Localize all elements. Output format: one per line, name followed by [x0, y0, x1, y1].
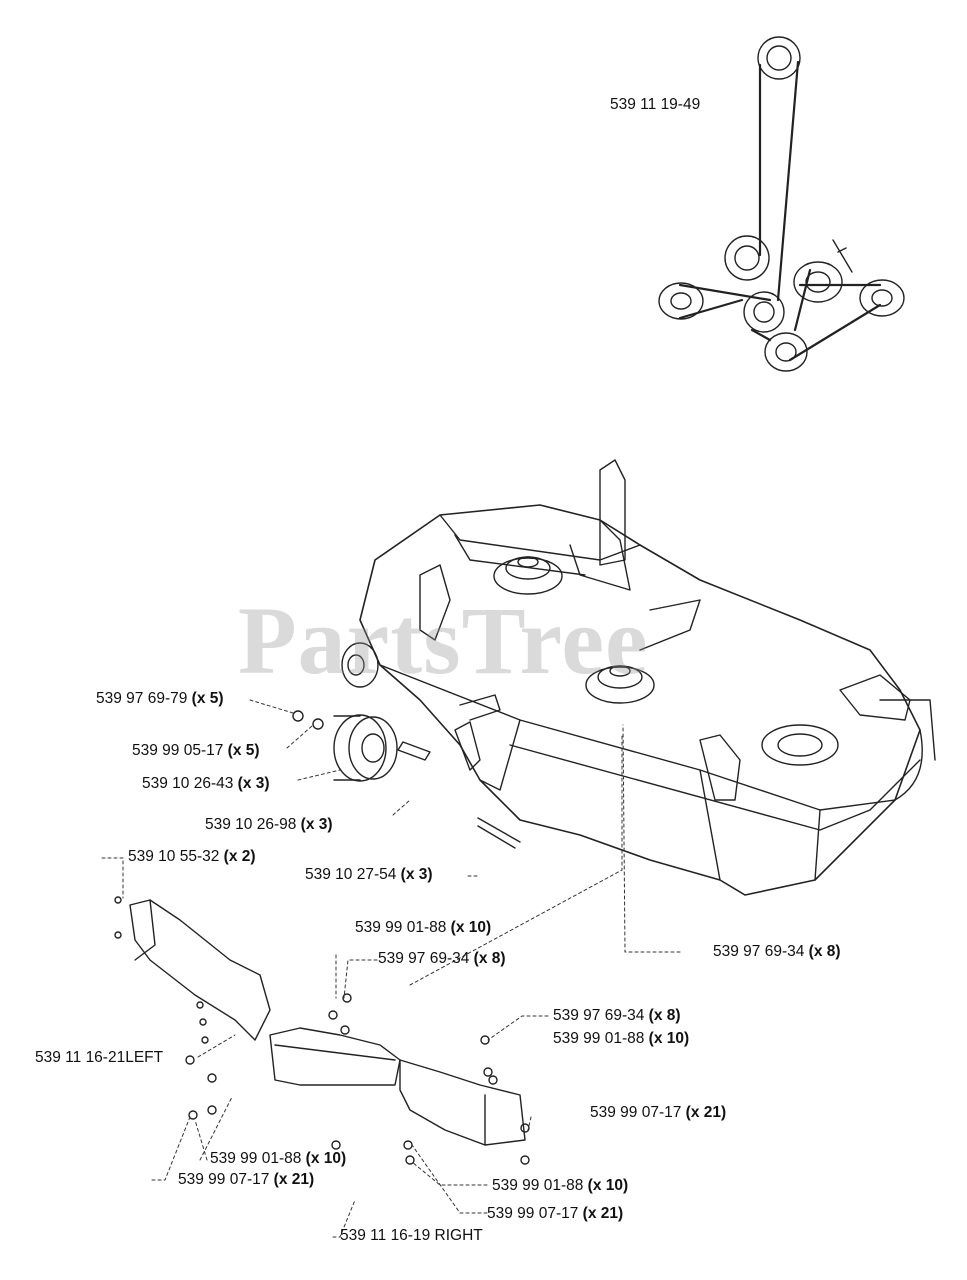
- quantity: (x 21): [582, 1205, 624, 1222]
- gauge-wheel-drawing: [292, 694, 521, 849]
- callout-wheel[interactable]: 539 10 26-43 (x 3): [142, 775, 270, 793]
- callout-belt[interactable]: 539 11 19-49: [610, 96, 700, 114]
- part-number: 539 10 27-54: [305, 866, 397, 883]
- callout-washer-wheel[interactable]: 539 99 05-17 (x 5): [132, 742, 260, 760]
- part-number: 539 99 01-88: [553, 1030, 645, 1047]
- part-number: 539 99 01-88: [492, 1177, 584, 1194]
- quantity: (x 2): [223, 848, 256, 865]
- quantity: (x 3): [237, 775, 270, 792]
- quantity: (x 10): [450, 919, 492, 936]
- quantity: (x 3): [400, 866, 433, 883]
- callout-shield-left[interactable]: 539 11 16-21LEFT: [35, 1049, 163, 1067]
- part-number: 539 11 19-49: [610, 96, 701, 113]
- callout-washer-d[interactable]: 539 99 01-88 (x 10): [492, 1177, 628, 1195]
- callout-washer-b[interactable]: 539 99 01-88 (x 10): [553, 1030, 689, 1048]
- part-number: 539 99 07-17: [487, 1205, 579, 1222]
- callout-bolt-c[interactable]: 539 99 07-17 (x 21): [487, 1205, 623, 1223]
- quantity: (x 5): [191, 690, 224, 707]
- mower-deck-drawing: [341, 459, 936, 896]
- part-number: 539 99 07-17: [178, 1171, 270, 1188]
- part-number: 539 10 55-32: [128, 848, 220, 865]
- callout-nut-b[interactable]: 539 97 69-34 (x 8): [553, 1007, 681, 1025]
- callout-washer-a[interactable]: 539 99 01-88 (x 10): [355, 919, 491, 937]
- drive-belt-drawing: [658, 36, 905, 372]
- part-number: 539 99 01-88: [355, 919, 447, 936]
- part-number: 539 97 69-79: [96, 690, 188, 707]
- part-number: 539 99 05-17: [132, 742, 224, 759]
- part-number: 539 99 07-17: [590, 1104, 682, 1121]
- quantity: (x 8): [648, 1007, 681, 1024]
- part-number: 539 97 69-34: [553, 1007, 645, 1024]
- quantity: (x 5): [227, 742, 260, 759]
- quantity: (x 10): [305, 1150, 347, 1167]
- callout-nut-wheel[interactable]: 539 97 69-79 (x 5): [96, 690, 224, 708]
- quantity: (x 8): [473, 950, 506, 967]
- callout-bolt-a[interactable]: 539 99 07-17 (x 21): [590, 1104, 726, 1122]
- callout-bushing[interactable]: 539 10 26-98 (x 3): [205, 816, 333, 834]
- callout-shield-right[interactable]: 539 11 16-19 RIGHT: [340, 1227, 483, 1245]
- callout-bolt-b[interactable]: 539 99 07-17 (x 21): [178, 1171, 314, 1189]
- part-number: 539 97 69-34: [713, 943, 805, 960]
- callout-nut-a[interactable]: 539 97 69-34 (x 8): [378, 950, 506, 968]
- part-number: 539 97 69-34: [378, 950, 470, 967]
- part-number: 539 11 16-19 RIGHT: [340, 1227, 483, 1244]
- quantity: (x 10): [587, 1177, 629, 1194]
- callout-nut-deck[interactable]: 539 97 69-34 (x 8): [713, 943, 841, 961]
- callout-pin[interactable]: 539 10 55-32 (x 2): [128, 848, 256, 866]
- discharge-shields-drawing: [114, 896, 530, 1165]
- callout-washer-c[interactable]: 539 99 01-88 (x 10): [210, 1150, 346, 1168]
- leader-lines: [101, 699, 681, 1238]
- part-number: 539 11 16-21LEFT: [35, 1049, 164, 1066]
- part-number: 539 99 01-88: [210, 1150, 302, 1167]
- quantity: (x 21): [685, 1104, 727, 1121]
- part-number: 539 10 26-43: [142, 775, 234, 792]
- quantity: (x 21): [273, 1171, 315, 1188]
- quantity: (x 8): [808, 943, 841, 960]
- callout-bolt-wheel[interactable]: 539 10 27-54 (x 3): [305, 866, 433, 884]
- part-number: 539 10 26-98: [205, 816, 297, 833]
- quantity: (x 10): [648, 1030, 690, 1047]
- quantity: (x 3): [300, 816, 333, 833]
